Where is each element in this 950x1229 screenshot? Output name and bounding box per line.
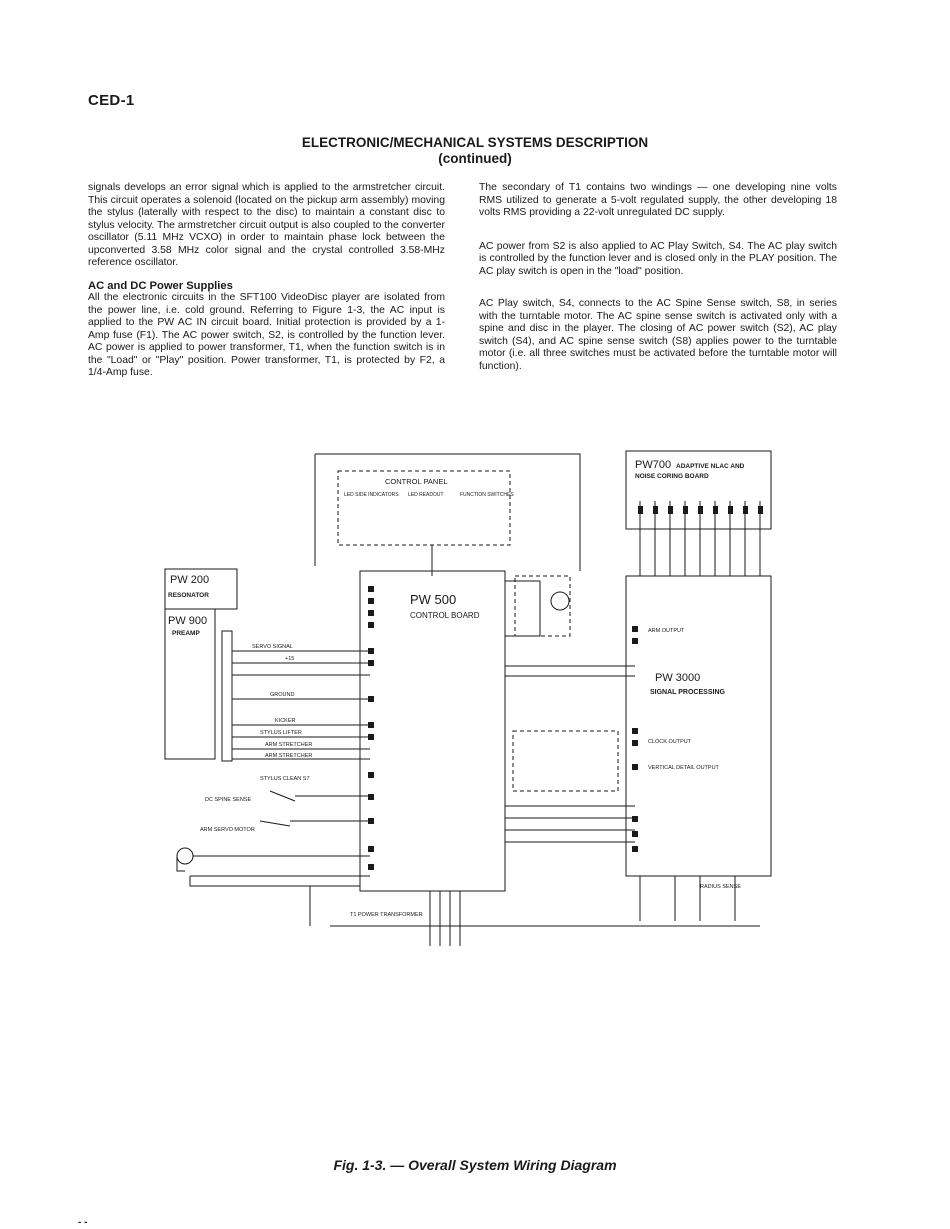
- wire-arm-stretcher-2: ARM STRETCHER: [265, 753, 312, 759]
- left-paragraph-1: signals develops an error signal which i…: [88, 182, 445, 268]
- power-supplies-heading: AC and DC Power Supplies: [88, 279, 233, 292]
- dc-spine-sense-label: DC SPINE SENSE: [205, 797, 251, 803]
- pw3000-label: PW 3000: [655, 672, 700, 684]
- radius-sense-label: RADIUS SENSE: [700, 884, 741, 890]
- preamp-label: PREAMP: [172, 630, 200, 637]
- figure-caption: Fig. 1-3. — Overall System Wiring Diagra…: [333, 1157, 617, 1173]
- right-paragraph-2: AC power from S2 is also applied to AC P…: [479, 240, 837, 277]
- power-transformer-label: T1 POWER TRANSFORMER: [350, 912, 423, 918]
- document-code: CED-1: [88, 92, 135, 109]
- wire-ground: GROUND: [270, 692, 294, 698]
- right-column: The secondary of T1 contains two winding…: [479, 182, 837, 373]
- left-paragraph-2: All the electronic circuits in the SFT10…: [88, 292, 445, 378]
- wire-vertical-detail: VERTICAL DETAIL OUTPUT: [648, 765, 720, 771]
- wire-stylus-lifter: STYLUS LIFTER: [260, 730, 302, 736]
- arm-servo-motor-label: ARM SERVO MOTOR: [200, 827, 255, 833]
- pw700-sub2-label: NOISE CORING BOARD: [635, 473, 709, 480]
- wire-arm-output: ARM OUTPUT: [648, 628, 685, 634]
- wire-clock-output: CLOCK OUTPUT: [648, 739, 692, 745]
- wiring-diagram: CONTROL PANEL LED SIDE INDICATORS LED RE…: [164, 450, 772, 946]
- right-paragraph-3: AC Play switch, S4, connects to the AC S…: [479, 298, 837, 372]
- pw500-label: PW 500: [410, 592, 456, 607]
- wire-plus15: +15: [285, 656, 294, 662]
- section-subtitle: (continued): [438, 151, 512, 166]
- pw3000-sub-label: SIGNAL PROCESSING: [650, 689, 725, 696]
- cp-led-side-label: LED SIDE INDICATORS: [344, 492, 399, 498]
- stylus-clean-label: STYLUS CLEAN S7: [260, 776, 310, 782]
- control-panel-label: CONTROL PANEL: [385, 477, 448, 486]
- pw500-sub-label: CONTROL BOARD: [410, 611, 480, 620]
- section-title: ELECTRONIC/MECHANICAL SYSTEMS DESCRIPTIO…: [301, 135, 649, 150]
- wire-kicker: KICKER: [275, 718, 296, 724]
- right-paragraph-1: The secondary of T1 contains two winding…: [479, 182, 837, 218]
- pw900-label: PW 900: [168, 615, 207, 627]
- pw700-sub1-label: ADAPTIVE NLAC AND: [676, 463, 745, 470]
- left-column: signals develops an error signal which i…: [88, 182, 445, 380]
- cp-led-readout-label: LED READOUT: [408, 492, 444, 498]
- cp-function-switches-label: FUNCTION SWITCHES: [460, 492, 514, 498]
- resonator-label: RESONATOR: [168, 592, 209, 599]
- wire-arm-stretcher-1: ARM STRETCHER: [265, 742, 312, 748]
- page-mark: - -: [78, 1217, 88, 1228]
- pw200-label: PW 200: [170, 574, 209, 586]
- pw700-label: PW700: [635, 459, 671, 471]
- wire-servo-signal: SERVO SIGNAL: [252, 644, 293, 650]
